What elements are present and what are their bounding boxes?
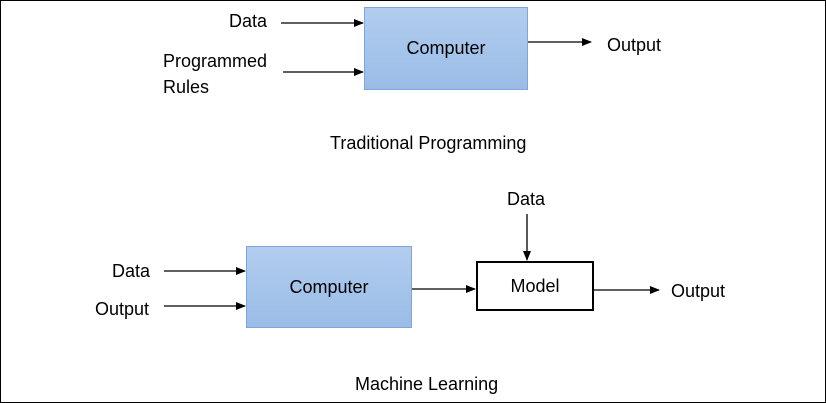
ml-computer-box: Computer bbox=[246, 246, 412, 328]
ml-caption: Machine Learning bbox=[355, 374, 499, 394]
trad-input-data-label: Data bbox=[229, 11, 268, 31]
trad-computer-label: Computer bbox=[406, 38, 486, 58]
ml-model-box: Model bbox=[476, 261, 594, 311]
ml-computer-label: Computer bbox=[289, 276, 369, 297]
ml-input-output-label: Output bbox=[95, 299, 150, 319]
trad-caption: Traditional Programming bbox=[330, 133, 527, 153]
trad-computer-box: Computer bbox=[364, 7, 528, 90]
trad-input-rules-label-line2: Rules bbox=[163, 77, 210, 97]
trad-input-rules-label-line1: Programmed bbox=[163, 51, 268, 71]
trad-output-label: Output bbox=[607, 35, 662, 55]
ml-output-label: Output bbox=[671, 281, 726, 301]
ml-input-data-label: Data bbox=[112, 261, 151, 281]
ml-model-label: Model bbox=[510, 275, 560, 296]
ml-model-input-data-label: Data bbox=[507, 189, 546, 209]
